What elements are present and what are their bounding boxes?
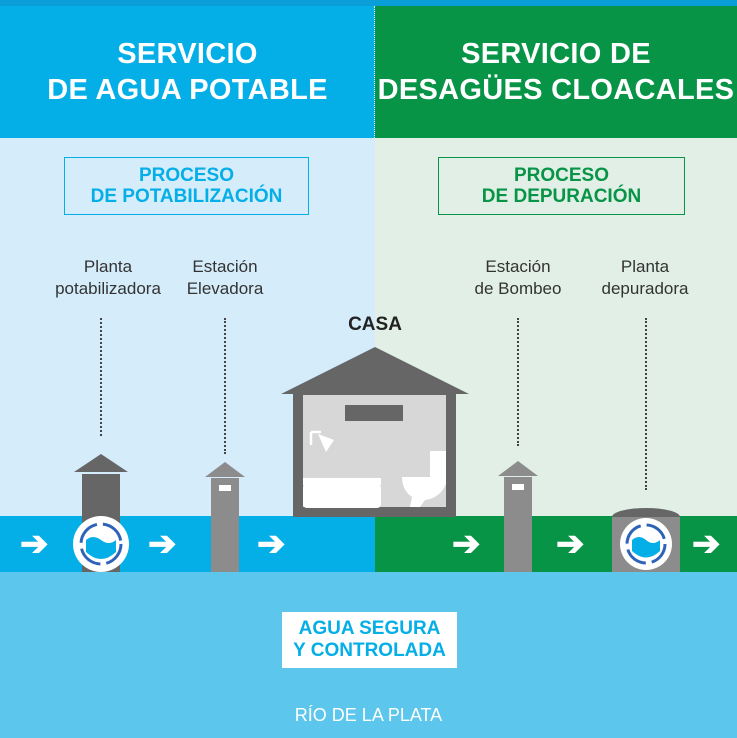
label-estacion-elevadora-line1: Estación (192, 257, 258, 276)
depuration-line1: PROCESO (513, 165, 610, 186)
label-estacion-bombeo: Estación de Bombeo (443, 256, 593, 300)
label-estacion-bombeo-line2: de Bombeo (474, 279, 562, 298)
pumping-station-bombeo-icon (498, 461, 538, 574)
potable-water-header: SERVICIO DE AGUA POTABLE (0, 0, 375, 138)
sewer-header: SERVICIO DE DESAGÜES CLOACALES (375, 0, 737, 138)
label-estacion-elevadora-line2: Elevadora (186, 279, 264, 298)
label-estacion-bombeo-line1: Estación (485, 257, 551, 276)
potabilization-line2: DE POTABILIZACIÓN (90, 186, 283, 207)
flow-arrow-4: ➔ (452, 525, 481, 563)
potable-header-line2: DE AGUA POTABLE (47, 74, 328, 106)
potabilization-line1: PROCESO (138, 165, 235, 186)
sewer-header-line2: DESAGÜES CLOACALES (377, 74, 735, 106)
depuration-process-box: PROCESO DE DEPURACIÓN (438, 157, 685, 215)
flow-arrow-2: ➔ (148, 525, 177, 563)
flow-arrow-6: ➔ (692, 525, 721, 563)
leader-line-potabilizadora (100, 318, 102, 436)
potabilization-process-box: PROCESO DE POTABILIZACIÓN (64, 157, 309, 215)
house-icon (281, 347, 469, 517)
label-planta-potabilizadora-line2: potabilizadora (55, 279, 161, 298)
flow-arrow-5: ➔ (556, 525, 585, 563)
leader-line-bombeo (517, 318, 519, 446)
safe-water-line2: Y CONTROLADA (293, 640, 446, 661)
sewer-header-line1: SERVICIO DE (461, 38, 651, 70)
label-planta-potabilizadora: Planta potabilizadora (33, 256, 183, 300)
leader-line-depuradora (645, 318, 647, 490)
river-label: RÍO DE LA PLATA (294, 705, 443, 725)
label-planta-depuradora-line2: depuradora (601, 279, 689, 298)
pumping-station-elevadora-icon (205, 462, 245, 574)
leader-line-elevadora (224, 318, 226, 454)
label-estacion-elevadora: Estación Elevadora (150, 256, 300, 300)
flow-arrow-1: ➔ (20, 525, 49, 563)
water-treatment-plant-icon (73, 454, 129, 574)
flow-arrow-3: ➔ (257, 525, 286, 563)
potable-water-channel (0, 516, 375, 572)
safe-water-line1: AGUA SEGURA (298, 618, 441, 639)
wastewater-treatment-plant-icon (612, 508, 680, 578)
label-planta-depuradora: Planta depuradora (570, 256, 720, 300)
safe-water-badge: AGUA SEGURA Y CONTROLADA (282, 612, 457, 668)
house-label: CASA (348, 314, 402, 335)
potable-header-line1: SERVICIO (117, 38, 258, 70)
header-divider (374, 6, 375, 138)
depuration-line2: DE DEPURACIÓN (481, 186, 642, 207)
label-planta-depuradora-line1: Planta (620, 257, 670, 276)
label-planta-potabilizadora-line1: Planta (83, 257, 133, 276)
